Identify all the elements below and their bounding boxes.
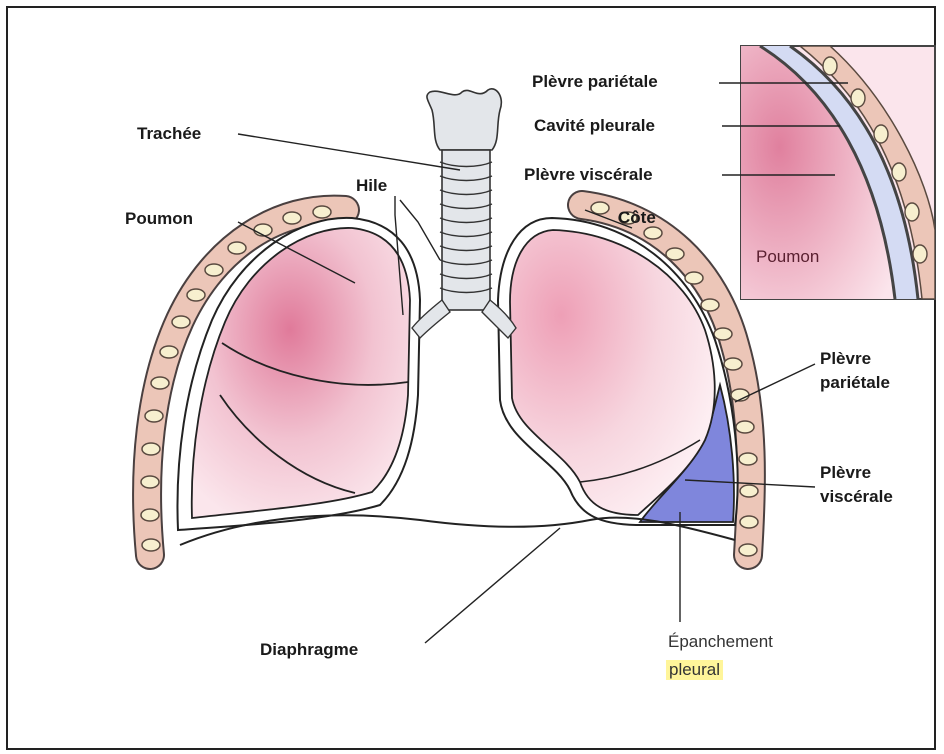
label-plevre-viscerale-line2: viscérale — [820, 487, 893, 507]
label-epanchement-line1: Épanchement — [668, 632, 773, 652]
inset-label-plevre-parietale: Plèvre pariétale — [532, 72, 658, 92]
label-hile: Hile — [356, 176, 387, 196]
label-plevre-parietale-line2: pariétale — [820, 373, 890, 393]
inset-label-poumon: Poumon — [756, 247, 819, 267]
label-plevre-viscerale-line1: Plèvre — [820, 463, 871, 483]
label-plevre-parietale-line1: Plèvre — [820, 349, 871, 369]
inset-label-plevre-viscerale: Plèvre viscérale — [524, 165, 653, 185]
label-poumon: Poumon — [125, 209, 193, 229]
label-trachea: Trachée — [137, 124, 201, 144]
label-cote: Côte — [618, 208, 656, 228]
inset-label-cavite-pleurale: Cavité pleurale — [534, 116, 655, 136]
label-epanchement-line2: pleural — [666, 660, 723, 680]
label-diaphragme: Diaphragme — [260, 640, 358, 660]
